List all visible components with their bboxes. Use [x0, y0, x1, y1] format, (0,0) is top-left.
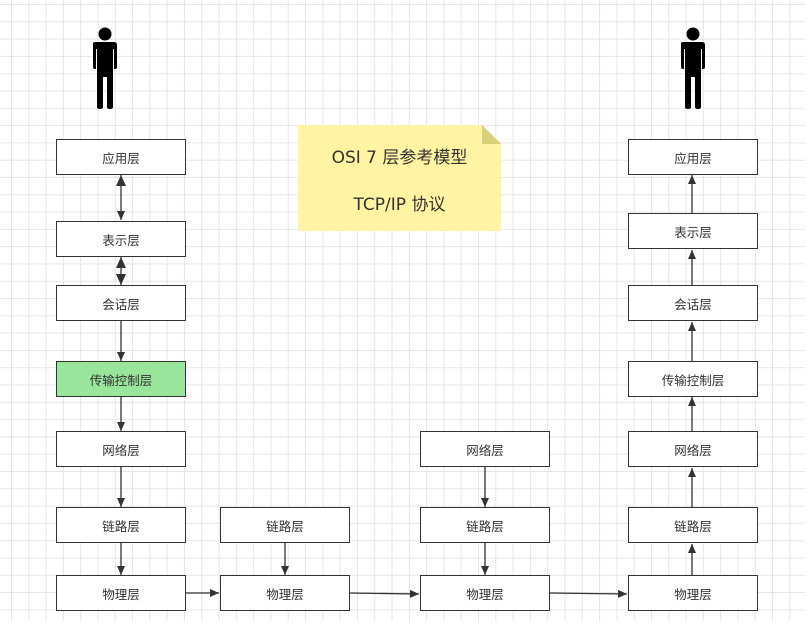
- note-subtitle: TCP/IP 协议: [353, 195, 446, 215]
- edge-phys-switch-router: [349, 589, 420, 598]
- node-label: 会话层: [674, 296, 712, 312]
- node-label: 网络层: [102, 442, 140, 458]
- node-label: 传输控制层: [661, 372, 725, 388]
- receiver-session-layer[interactable]: 会话层: [628, 285, 758, 321]
- node-label: 网络层: [466, 442, 504, 458]
- node-label: 物理层: [266, 586, 304, 602]
- receiver-presentation-layer[interactable]: 表示层: [628, 213, 758, 249]
- switch-physical-layer[interactable]: 物理层: [220, 575, 350, 611]
- sender-presentation-layer[interactable]: 表示层: [56, 221, 186, 257]
- router-link-layer[interactable]: 链路层: [420, 507, 550, 543]
- node-label: 链路层: [674, 518, 712, 534]
- receiver-application-layer[interactable]: 应用层: [628, 139, 758, 175]
- sender-link-layer[interactable]: 链路层: [56, 507, 186, 543]
- sender-application-layer[interactable]: 应用层: [56, 139, 186, 175]
- receiver-transport-layer[interactable]: 传输控制层: [628, 361, 758, 397]
- person-icon: [681, 27, 705, 109]
- node-label: 物理层: [466, 586, 504, 602]
- node-label: 网络层: [674, 442, 712, 458]
- node-label: 会话层: [102, 296, 140, 312]
- node-label: 应用层: [674, 150, 712, 166]
- receiver-physical-layer[interactable]: 物理层: [628, 575, 758, 611]
- sender-physical-layer[interactable]: 物理层: [56, 575, 186, 611]
- note-shape: [298, 125, 501, 231]
- node-label: 物理层: [102, 586, 140, 602]
- node-label: 传输控制层: [89, 372, 153, 388]
- router-network-layer[interactable]: 网络层: [420, 431, 550, 467]
- person-icon: [93, 27, 117, 109]
- receiver-link-layer[interactable]: 链路层: [628, 507, 758, 543]
- sender-network-layer[interactable]: 网络层: [56, 431, 186, 467]
- receiver-network-layer[interactable]: 网络层: [628, 431, 758, 467]
- node-label: 物理层: [674, 586, 712, 602]
- node-label: 应用层: [102, 150, 140, 166]
- node-label: 表示层: [102, 232, 140, 248]
- switch-link-layer[interactable]: 链路层: [220, 507, 350, 543]
- sender-session-layer[interactable]: 会话层: [56, 285, 186, 321]
- node-label: 表示层: [674, 224, 712, 240]
- node-label: 链路层: [466, 518, 504, 534]
- sticky-note[interactable]: OSI 7 层参考模型 TCP/IP 协议: [298, 125, 501, 231]
- node-label: 链路层: [102, 518, 140, 534]
- edge-phys-router-receiver: [549, 589, 628, 598]
- note-title: OSI 7 层参考模型: [331, 148, 468, 168]
- router-physical-layer[interactable]: 物理层: [420, 575, 550, 611]
- sender-transport-layer[interactable]: 传输控制层: [56, 361, 186, 397]
- node-label: 链路层: [266, 518, 304, 534]
